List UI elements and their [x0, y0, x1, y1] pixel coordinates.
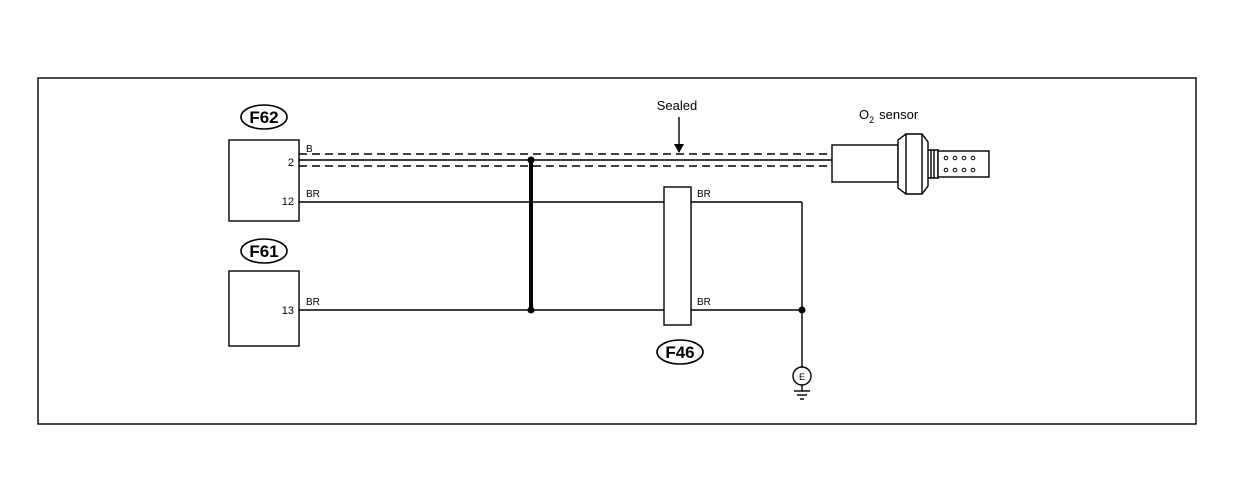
- wire-color-f46-lower: BR: [697, 297, 711, 308]
- connector-f62-pin-12: 12: [282, 196, 294, 208]
- connector-f46-body: [663, 186, 692, 326]
- connector-f61-body: [228, 270, 300, 347]
- wire-color-f46-upper: BR: [697, 189, 711, 200]
- wire-color-f61-pin13: BR: [306, 297, 320, 308]
- sealed-label: Sealed: [657, 98, 697, 113]
- sealed-arrow-head: [674, 144, 684, 153]
- shield-junction-top: [527, 156, 535, 164]
- connector-f46-badge: [656, 339, 704, 365]
- connector-f62-badge: [240, 104, 288, 130]
- o2-sensor-hex-nut: [897, 133, 929, 195]
- o2-sensor-body: [831, 144, 899, 183]
- ground-junction: [798, 306, 806, 314]
- ground-symbol: E: [792, 366, 812, 400]
- connector-f62-pin-2: 2: [288, 157, 294, 169]
- o2-sensor-thread: [928, 149, 939, 179]
- connector-f62-name: F62: [249, 108, 278, 127]
- connector-f61-pin-13: 13: [282, 305, 294, 317]
- diagram-frame: [37, 77, 1197, 425]
- connector-f46: F46: [656, 186, 704, 365]
- wire-color-f62-pin12: BR: [306, 189, 320, 200]
- connector-f61-badge: [240, 238, 288, 264]
- connector-f61-name: F61: [249, 242, 278, 261]
- connector-f46-name: F46: [665, 343, 694, 362]
- connector-f61: F61 13: [228, 238, 300, 347]
- o2-sensor-probe: [937, 150, 990, 178]
- wire-color-f62-pin2: B: [306, 144, 313, 155]
- ground-label: E: [799, 372, 805, 382]
- connector-f62: F62 2 12: [228, 104, 300, 222]
- connector-f62-body: [228, 139, 300, 222]
- shielded-signal-wire: [299, 153, 832, 167]
